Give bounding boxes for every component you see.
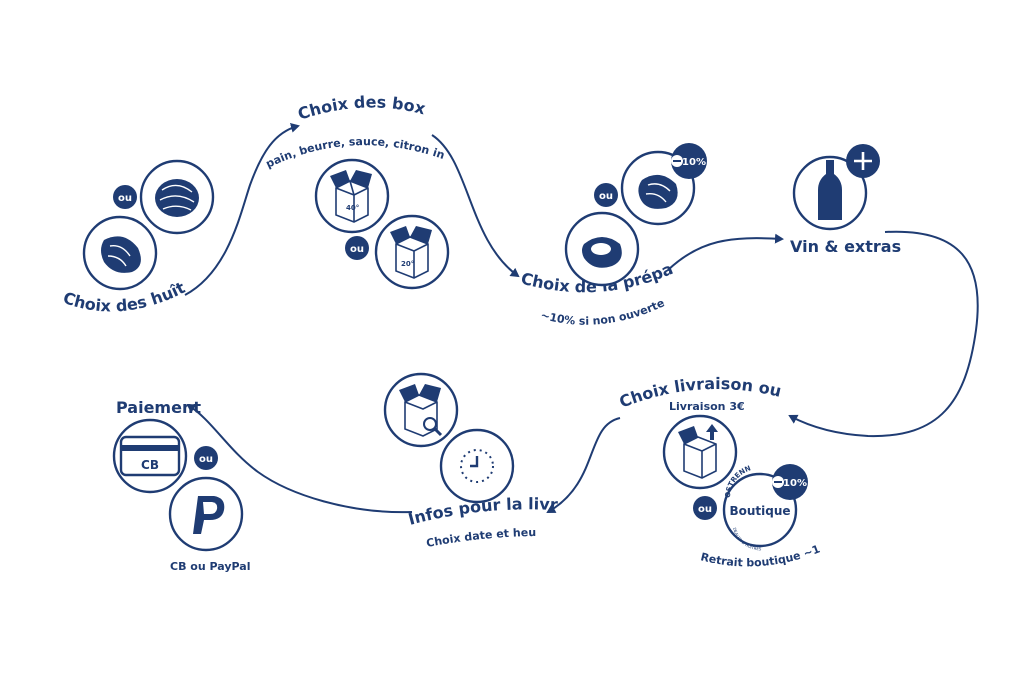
or-badge: [345, 236, 369, 260]
step-title: Vin & extras: [790, 237, 901, 256]
step-title: Paiement: [116, 398, 201, 417]
box-delivery-icon: [678, 424, 718, 479]
flow-line: [186, 403, 413, 514]
discount-label: 10%: [682, 157, 706, 168]
flow-line: [184, 122, 300, 296]
or-label: ou: [118, 193, 132, 204]
paypal-icon: [193, 496, 225, 534]
or-label: ou: [199, 454, 213, 465]
oyster-open-icon: [582, 237, 622, 268]
shop-name: Boutique: [729, 504, 790, 518]
flow-line: [546, 417, 621, 514]
oyster-closed-icon: [638, 174, 678, 209]
step-huitres: Choix des huîtres ou: [0, 0, 215, 316]
payment-caption: CB ou PayPal: [170, 560, 251, 573]
wine-bottle-icon: [818, 160, 842, 220]
step-title: Choix des box: [296, 92, 428, 123]
oyster-closed-icon: [155, 179, 199, 217]
box-search-icon: [399, 384, 443, 437]
discount-badge: [671, 143, 707, 179]
clock-icon: [460, 449, 494, 483]
box-size-small: 20°: [401, 260, 414, 268]
or-badge: [194, 446, 218, 470]
credit-card-icon: CB: [119, 435, 181, 477]
step-subtitle: Livraison 3€: [669, 400, 745, 413]
box-open-icon: [390, 226, 432, 279]
or-label: ou: [350, 244, 364, 255]
step-infos: Infos pour la livraison Choix date et he…: [0, 0, 558, 550]
step-box: Choix des box pain, beurre, sauce, citro…: [0, 0, 450, 290]
box-size-large: 40°: [346, 204, 359, 212]
oyster-shell-icon: [101, 236, 141, 273]
discount-label: 10%: [783, 478, 807, 489]
step-paiement: Paiement CB ou CB ou PayPal: [112, 398, 251, 573]
or-badge: [113, 185, 137, 209]
flow-line: [431, 134, 520, 278]
step-vin: Vin & extras: [790, 144, 901, 256]
or-badge: [693, 496, 717, 520]
or-label: ou: [698, 504, 712, 515]
step-subtitle: pain, beurre, sauce, citron inclus: [0, 0, 446, 171]
flow-line: [667, 233, 784, 271]
card-label: CB: [141, 458, 159, 472]
box-open-icon: [330, 170, 372, 223]
or-label: ou: [599, 191, 613, 202]
or-badge: [594, 183, 618, 207]
discount-badge: [772, 464, 808, 500]
flow-line: [788, 230, 979, 438]
